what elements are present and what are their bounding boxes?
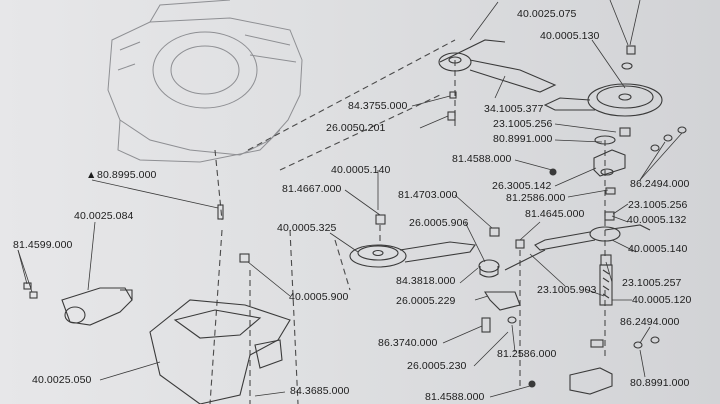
engine-drawing [107,0,303,163]
part-number: 40.0025.075 [517,8,577,20]
part-number: 84.3755.000 [348,100,408,112]
part-number: 26.3005.142 [492,180,552,192]
part-number: 81.2586.000 [506,192,566,204]
part-number: 86.3740.000 [378,337,438,349]
pulley-top [438,39,557,93]
part-number: 40.0005.140 [331,164,391,176]
warning-symbol: ▲ [86,169,97,181]
part-number: 81.4703.000 [398,189,458,201]
mounting-bracket [149,299,291,404]
part-number: 84.3818.000 [396,275,456,287]
part-number: 81.2586.000 [497,348,557,360]
part-number: 40.0005.900 [289,291,349,303]
part-number: 81.4599.000 [13,239,73,251]
part-number: 34.1005.377 [484,103,544,115]
part-number: 86.2494.000 [630,178,690,190]
pulley-middle [349,241,476,268]
part-number: 26.0050.201 [326,122,386,134]
cable-clamp [61,287,133,326]
leader-lines [17,0,683,398]
part-number: 26.0005.229 [396,295,456,307]
part-number: 86.2494.000 [620,316,680,328]
part-number: 81.4588.000 [425,391,485,403]
part-number: 26.0005.906 [409,217,469,229]
part-number: 23.1005.256 [628,199,688,211]
part-number: 23.1005.257 [622,277,682,289]
part-number: 84.3685.000 [290,385,350,397]
part-number: 40.0025.050 [32,374,92,386]
pulley-right-middle [534,224,651,251]
part-number: 40.0005.130 [540,30,600,42]
part-number: 80.8991.000 [493,133,553,145]
part-number: 26.0005.230 [407,360,467,372]
part-number: 40.0005.140 [628,243,688,255]
part-number: 40.0005.132 [627,214,687,226]
part-number: 40.0005.325 [277,222,337,234]
part-number: 81.4588.000 [452,153,512,165]
assembly-lines [209,39,606,404]
part-number: 80.8991.000 [630,377,690,389]
part-number: 81.4667.000 [282,183,342,195]
part-number: 81.4645.000 [525,208,585,220]
part-number: 40.0005.120 [632,294,692,306]
part-number: 23.1005.256 [493,118,553,130]
part-number: 23.1005.903 [537,284,597,296]
pulley-right-large [543,83,663,117]
part-number: 40.0025.084 [74,210,134,222]
part-number: 80.8995.000 [97,169,157,181]
